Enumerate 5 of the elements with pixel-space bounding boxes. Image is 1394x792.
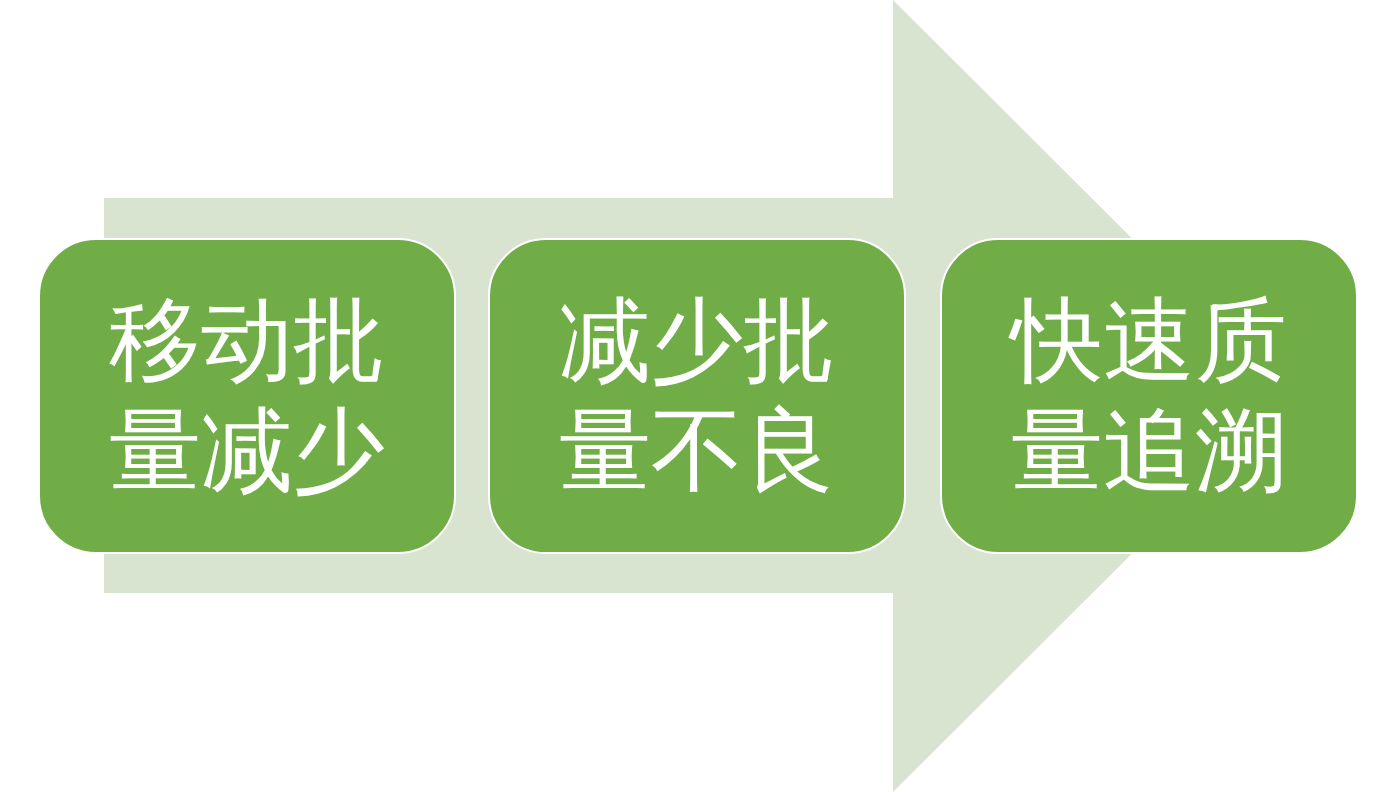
process-box bbox=[38, 238, 456, 554]
box-text: 移动批量减少 bbox=[109, 289, 385, 504]
box-text: 减少批量不良 bbox=[559, 289, 835, 504]
process-box bbox=[488, 238, 906, 554]
process-box bbox=[940, 238, 1358, 554]
